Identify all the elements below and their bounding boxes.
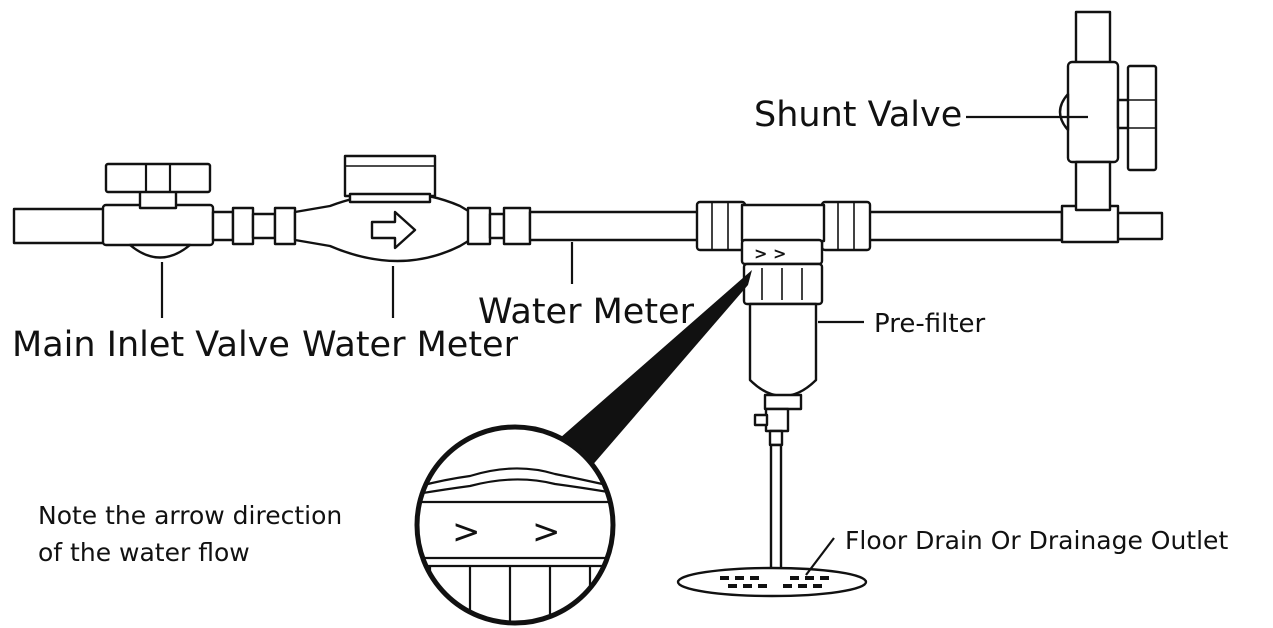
inlet-pipe (12, 207, 108, 245)
leader-lines (160, 115, 1088, 576)
main-inlet-valve (101, 162, 215, 259)
drain-pipe (769, 443, 783, 577)
label-pre-filter: Pre-filter (874, 309, 986, 339)
label-water-meter-1: Water Meter (302, 325, 519, 365)
label-shunt-valve: Shunt Valve (754, 95, 962, 135)
zoom-arrow-2: > (532, 512, 561, 552)
pre-filter-bowl (742, 262, 824, 447)
note-line-1: Note the arrow direction (38, 501, 342, 530)
coupling-right (466, 206, 532, 246)
flow-arrow-icon (370, 210, 417, 250)
zoom-arrow-1: > (452, 512, 481, 552)
zoom-callout: > > (414, 270, 752, 626)
water-meter (293, 154, 472, 263)
note-line-2: of the water flow (38, 538, 250, 567)
main-pipe (528, 210, 1064, 242)
label-floor-drain: Floor Drain Or Drainage Outlet (845, 526, 1228, 555)
floor-drain (676, 566, 868, 598)
filter-arrow-marks: > > (754, 244, 786, 263)
label-water-meter-2: Water Meter (478, 292, 695, 332)
label-main-inlet-valve: Main Inlet Valve (12, 325, 290, 365)
pre-filter-head: > > (695, 200, 872, 266)
coupling-left (211, 206, 297, 246)
shunt-valve (1058, 10, 1164, 244)
